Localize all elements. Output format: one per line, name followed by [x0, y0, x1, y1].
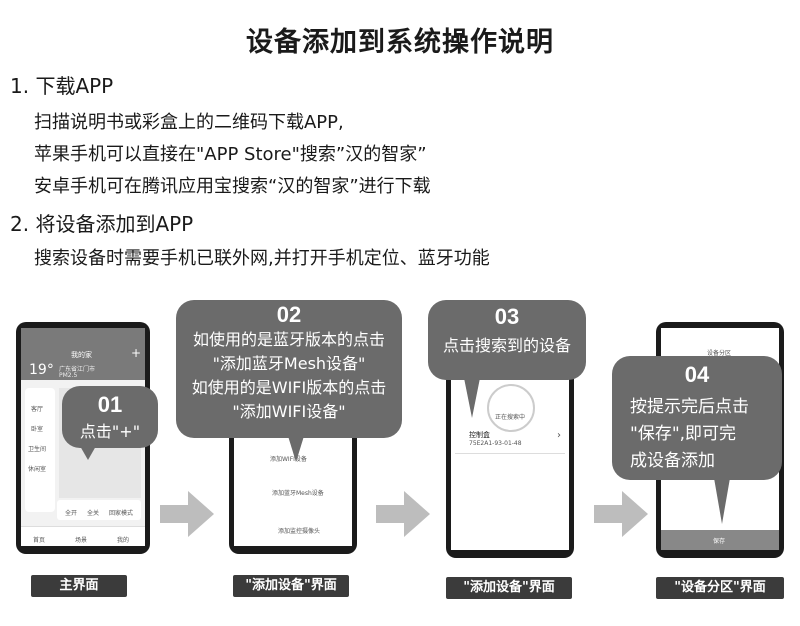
- step1-label: 主界面: [31, 575, 127, 597]
- device-id: 75E2A1-93-01-48: [469, 440, 522, 447]
- step2-number: 02: [276, 302, 302, 327]
- step4-bubble-tail: [714, 478, 730, 524]
- searching-text: 正在搜索中: [495, 414, 526, 421]
- step3-text: 点击搜索到的设备: [442, 336, 571, 355]
- step4-bubble: 04 按提示完后点击 "保存",即可完 成设备添加: [612, 356, 782, 480]
- arrow-right-icon: [160, 491, 214, 537]
- page-title: 设备添加到系统操作说明: [246, 27, 554, 58]
- tab-bar: 首页 场景 我的: [21, 526, 145, 546]
- step1-bubble-tail: [80, 446, 96, 460]
- step3-bubble: 03 点击搜索到的设备: [428, 300, 586, 380]
- save-label: 保存: [713, 538, 726, 545]
- device-name: 控制盒: [469, 431, 490, 439]
- room-item[interactable]: 客厅: [31, 406, 44, 413]
- arrow-right-icon: [376, 491, 430, 537]
- room-item[interactable]: 卧室: [31, 426, 44, 433]
- quick-action[interactable]: 回家模式: [109, 510, 134, 517]
- quick-action[interactable]: 全开: [65, 510, 78, 517]
- section1-heading: 1. 下载APP: [10, 74, 114, 98]
- step3-number: 03: [494, 304, 520, 329]
- step2-line: 如使用的是WIFI版本的点击: [191, 378, 387, 397]
- step2-line: "添加蓝牙Mesh设备": [212, 354, 366, 373]
- add-camera-item[interactable]: 添加监控摄像头: [278, 528, 321, 535]
- section2-line: 搜索设备时需要手机已联外网,并打开手机定位、蓝牙功能: [34, 248, 490, 269]
- step1-text: 点击"+": [79, 422, 141, 441]
- step4-label: "设备分区"界面: [656, 577, 784, 599]
- tab-home[interactable]: 首页: [33, 537, 46, 544]
- step4-line: "保存",即可完: [630, 424, 737, 444]
- add-bluetooth-item[interactable]: 添加蓝牙Mesh设备: [272, 490, 324, 497]
- quick-action[interactable]: 全关: [87, 510, 100, 517]
- room-item[interactable]: 卫生间: [28, 446, 47, 453]
- step4-line: 按提示完后点击: [630, 397, 749, 417]
- step3-label: "添加设备"界面: [446, 577, 572, 599]
- step4-number: 04: [684, 362, 710, 387]
- air-quality: PM2.5: [59, 372, 78, 379]
- room-sidebar: 客厅 卧室 卫生间 休闲室: [25, 388, 55, 512]
- arrow-right-icon: [594, 491, 648, 537]
- step1-number: 01: [97, 392, 123, 417]
- step2-bubble: 02 如使用的是蓝牙版本的点击 "添加蓝牙Mesh设备" 如使用的是WIFI版本…: [176, 300, 402, 438]
- section2-heading: 2. 将设备添加到APP: [10, 212, 194, 236]
- step1-bubble: 01 点击"+": [62, 386, 158, 448]
- tab-mine[interactable]: 我的: [117, 537, 130, 544]
- step2-bubble-tail: [288, 436, 304, 462]
- chevron-right-icon: ›: [557, 430, 561, 441]
- step4-text: 按提示完后点击 "保存",即可完 成设备添加: [630, 394, 780, 475]
- step4-line: 成设备添加: [630, 451, 715, 471]
- device-row[interactable]: 控制盒 75E2A1-93-01-48 ›: [455, 424, 565, 454]
- section1-line: 扫描说明书或彩盒上的二维码下载APP,: [34, 112, 344, 133]
- step2-line: 如使用的是蓝牙版本的点击: [192, 330, 385, 349]
- home-title: 我的家: [71, 351, 92, 359]
- header-bg: [21, 328, 145, 380]
- step2-text: 如使用的是蓝牙版本的点击 "添加蓝牙Mesh设备" 如使用的是WIFI版本的点击…: [176, 328, 402, 424]
- section1-line: 安卓手机可在腾讯应用宝搜索“汉的智家”进行下载: [34, 176, 431, 197]
- zone-title: 设备分区: [707, 350, 732, 357]
- radar-icon: [487, 384, 535, 432]
- step2-label: "添加设备"界面: [233, 575, 349, 597]
- section1-line: 苹果手机可以直接在"APP Store"搜索”汉的智家”: [34, 144, 427, 165]
- quick-actions: 全开 全关 回家模式: [57, 500, 141, 520]
- step3-bubble-tail: [464, 378, 480, 418]
- city: 广东省江门市: [59, 366, 96, 373]
- temperature: 19°: [29, 362, 54, 378]
- save-button[interactable]: 保存: [661, 530, 779, 550]
- step2-line: "添加WIFI设备": [232, 402, 346, 421]
- add-button[interactable]: +: [131, 346, 142, 360]
- room-item[interactable]: 休闲室: [28, 466, 47, 473]
- tab-scene[interactable]: 场景: [75, 537, 88, 544]
